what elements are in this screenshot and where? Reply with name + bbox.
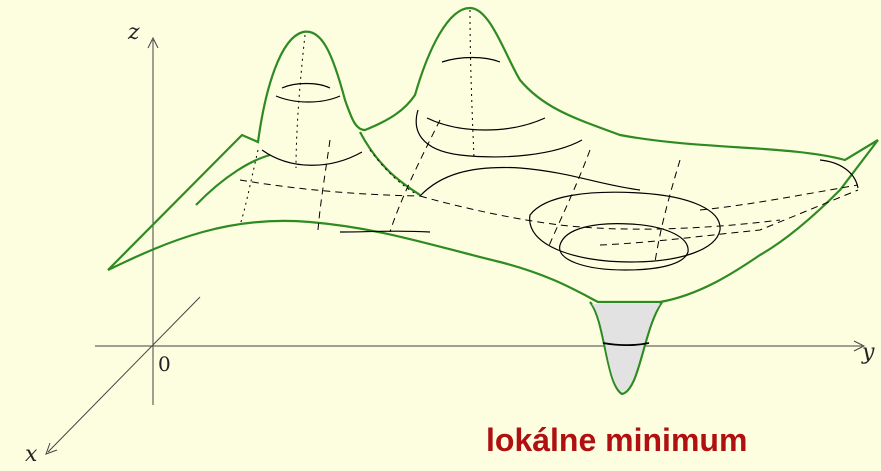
- basin-contour-inner: [559, 223, 689, 271]
- dotted-lines: [239, 9, 475, 226]
- front-contour-left: [339, 230, 431, 233]
- right-edge-contour: [819, 159, 859, 189]
- y-axis-label: y: [862, 340, 875, 365]
- contour-lines: [261, 56, 859, 271]
- saddle-contour: [419, 166, 641, 197]
- hidden-lines: [239, 119, 859, 263]
- dashed-grid-line-1: [239, 179, 421, 197]
- caption-local-minimum: lokálne minimum: [486, 422, 748, 458]
- surface-front-edge: [107, 139, 879, 304]
- minimum-well-outline: [589, 301, 663, 396]
- dashed-grid-line-4: [699, 184, 859, 211]
- dotted-flank-2: [369, 149, 419, 196]
- right-peak-contour-mid: [426, 117, 546, 131]
- dotted-peak-left: [295, 34, 306, 169]
- z-axis-arrow: [147, 36, 159, 49]
- dashed-vertical-2: [389, 119, 441, 233]
- z-axis-label: z: [128, 20, 140, 45]
- left-peak-contour-top: [281, 82, 331, 89]
- dashed-grid-line-3: [599, 189, 859, 246]
- dashed-vertical-4: [654, 159, 681, 263]
- dashed-vertical-1: [317, 139, 331, 231]
- right-peak-contour-low: [415, 109, 583, 158]
- right-peak-contour-top: [441, 56, 501, 63]
- local-minimum-contour: [602, 342, 650, 347]
- dashed-vertical-3: [547, 149, 591, 249]
- right-ridge: [359, 131, 421, 196]
- dotted-flank-1: [239, 149, 259, 226]
- left-peak-flank: [195, 153, 271, 206]
- local-minimum-fill: [592, 304, 660, 392]
- left-peak-contour-low: [261, 149, 363, 166]
- origin-label: 0: [158, 352, 171, 376]
- basin-contour-outer: [529, 191, 721, 263]
- x-axis: [47, 296, 201, 453]
- dashed-grid-line-2: [419, 195, 781, 230]
- y-axis-arrow: [853, 340, 866, 352]
- x-axis-label: x: [25, 442, 38, 467]
- x-axis-arrow: [45, 442, 58, 455]
- left-peak-contour-mid: [275, 95, 341, 103]
- surface-outline: [107, 6, 879, 396]
- dotted-peak-right: [469, 9, 475, 159]
- surface-back-edge: [107, 6, 879, 271]
